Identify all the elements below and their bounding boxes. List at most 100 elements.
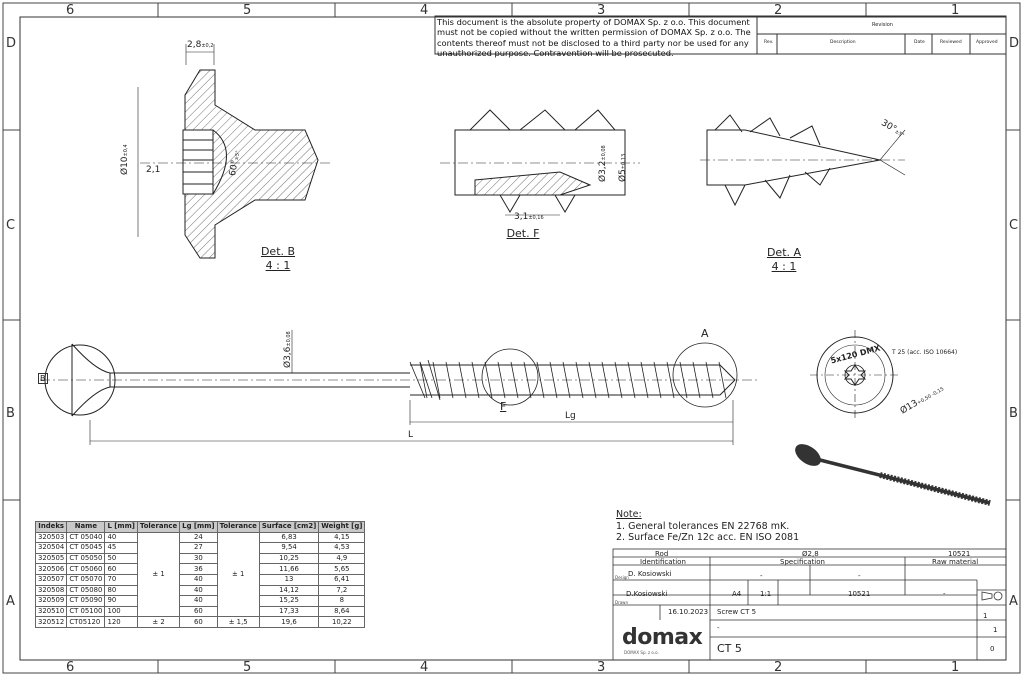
revision-block (756, 15, 1007, 55)
table-cell: 320507 (34, 573, 68, 586)
detail-f-name: Det. F (506, 227, 540, 240)
table-cell: 10,25 (258, 552, 320, 565)
table-cell: CT 05100 (66, 605, 106, 618)
table-cell: 120 (104, 616, 138, 628)
zone-col-5: 5 (243, 3, 252, 18)
detail-b-name: Det. B (260, 245, 296, 258)
table-cell: 6,41 (318, 573, 366, 586)
tb-checker: D.Kosiowski (626, 590, 668, 598)
tb-format: A4 (732, 590, 742, 598)
note-1: 1. General tolerances EN 22768 mK. (616, 520, 790, 532)
dim-pitch: 3,1±0,16 (514, 212, 544, 222)
callout-f: F (500, 400, 507, 413)
notes: Note: 1. General tolerances EN 22768 mK.… (616, 509, 799, 544)
dim-overall-length: L (408, 430, 414, 440)
table-cell: 50 (104, 552, 138, 565)
table-cell: 90 (104, 595, 138, 607)
tb-raw-label: Rod (655, 550, 669, 558)
table-cell: 320503 (34, 531, 68, 544)
parts-table: Indeks Name L [mm] Tolerance Lg [mm] Tol… (34, 521, 366, 628)
table-cell: 11,66 (258, 563, 320, 575)
table-cell: CT 05090 (66, 595, 106, 607)
table-cell: CT 05080 (66, 584, 106, 597)
detail-b-drawing (137, 44, 330, 259)
revision-col-description: Description (830, 40, 856, 45)
table-cell: 320506 (34, 563, 68, 575)
table-cell: 40 (104, 531, 138, 544)
tb-raw-material: Raw material (932, 558, 979, 566)
notes-title: Note: (616, 509, 642, 520)
tb-specification: Specification (780, 558, 825, 566)
domax-logo-sub: DOMAX Sp. z o.o. (624, 650, 659, 655)
dim-core-diameter: Ø3,2±0,08 (598, 145, 608, 182)
tb-scale: 1:1 (760, 590, 772, 598)
tb-drawing-code: CT 5 (717, 642, 742, 655)
table-cell: 60 (104, 563, 138, 575)
zone-col-2-bottom: 2 (774, 660, 783, 675)
note-2: 2. Surface Fe/Zn 12c acc. EN ISO 2081 (616, 532, 800, 543)
detail-b-scale: 4 : 1 (265, 259, 291, 272)
table-cell: 320509 (34, 595, 68, 607)
table-cell: 320505 (34, 552, 68, 565)
screw-side-view (40, 330, 760, 445)
table-cell: 45 (104, 542, 138, 554)
table-cell: ± 1,5 (216, 616, 260, 628)
detail-a-title: Det. A 4 : 1 (756, 246, 812, 274)
zone-row-c: C (6, 218, 16, 233)
col-indeks: Indeks (34, 521, 68, 533)
tb-sheet-of: 1 (993, 626, 998, 634)
head-top-view (810, 330, 900, 420)
tb-description-2: - (717, 624, 720, 632)
zone-col-1: 1 (951, 3, 960, 18)
table-cell: 13 (258, 573, 320, 586)
tb-description: Screw CT 5 (717, 608, 757, 616)
revision-col-reviewed: Reviewed (940, 40, 962, 45)
screw-isometric (795, 444, 991, 506)
dim-thread-length: Lg (565, 411, 576, 421)
table-cell: 6,83 (258, 531, 320, 544)
table-cell: 5,65 (318, 563, 366, 575)
table-cell: CT05120 (66, 616, 106, 628)
zone-row-a: A (6, 594, 15, 609)
table-cell: CT 05040 (66, 531, 106, 544)
table-cell: 24 (179, 531, 218, 544)
table-cell: 17,33 (258, 605, 320, 618)
callout-a: A (701, 327, 709, 340)
dim-shank-diameter: Ø3,6±0,08 (283, 331, 293, 368)
tb-designer: D. Kosiowski (628, 570, 672, 578)
table-cell: CT 05045 (66, 542, 106, 554)
detail-a-name: Det. A (766, 246, 802, 259)
col-thread-length: Lg [mm] (179, 521, 218, 533)
table-cell: 19,6 (258, 616, 320, 628)
col-tolerance-lg: Tolerance (216, 521, 260, 533)
table-cell: 40 (179, 595, 218, 607)
detail-a-scale: 4 : 1 (771, 260, 797, 273)
zone-col-4-bottom: 4 (420, 660, 429, 675)
col-tolerance-l: Tolerance (136, 521, 181, 533)
table-cell: 27 (179, 542, 218, 554)
table-cell: ± 2 (136, 616, 181, 628)
table-cell: 8,64 (318, 605, 366, 618)
table-cell: 40 (179, 584, 218, 597)
table-cell: 320504 (34, 542, 68, 554)
inner-frame (19, 16, 1007, 661)
table-cell: 40 (179, 573, 218, 586)
table-cell: 320512 (34, 616, 68, 628)
title-block-frame (612, 548, 1007, 661)
table-cell: 10,22 (318, 616, 366, 628)
table-cell: ± 1 (136, 531, 181, 618)
revision-col-approved: Approved (976, 40, 998, 45)
dim-thread-diameter: Ø5±0,13 (618, 153, 628, 182)
table-cell: 8 (318, 595, 366, 607)
tb-date: 16.10.2023 (668, 608, 709, 616)
zone-col-1-bottom: 1 (951, 660, 960, 675)
dim-head-diameter: Ø10±0,4 (120, 144, 130, 175)
